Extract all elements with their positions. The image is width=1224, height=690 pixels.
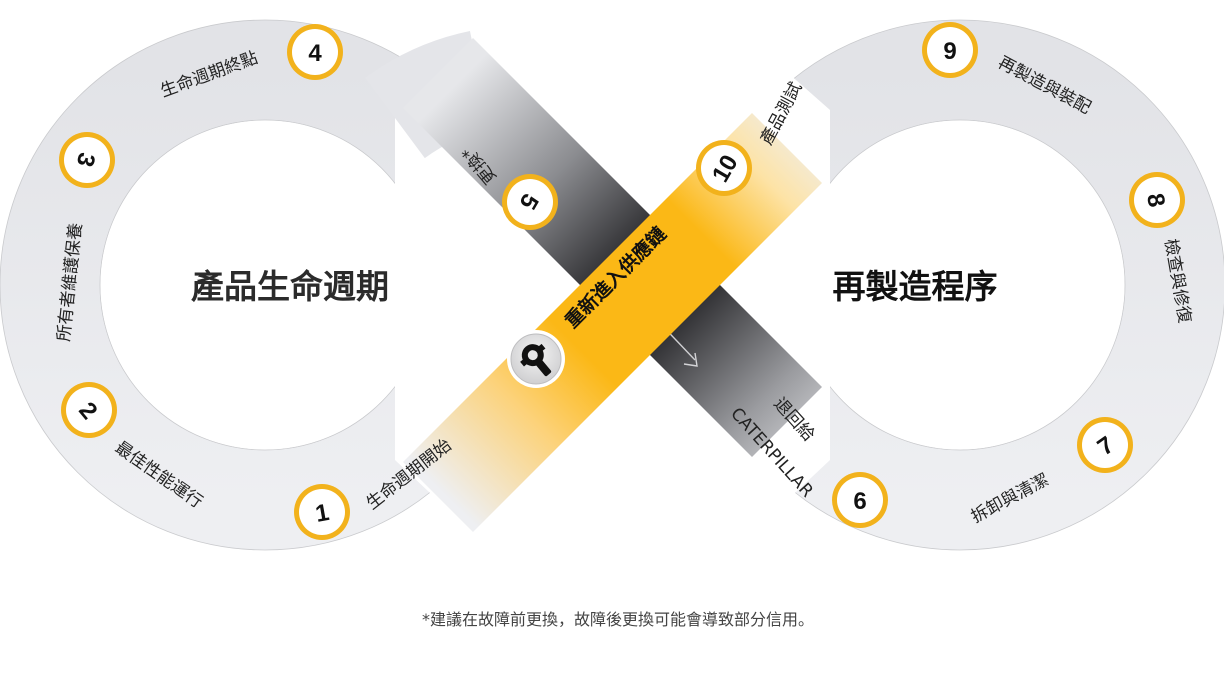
wrench-icon: [520, 343, 552, 377]
yellow-band: [403, 113, 822, 532]
right-loop-title: 再製造程序: [833, 267, 998, 306]
footnote: *建議在故障前更換，故障後更換可能會導致部分信用。: [421, 610, 814, 629]
step-5: 5: [502, 174, 558, 230]
step-1: 1: [294, 484, 350, 540]
wrench-icon-button: [507, 330, 565, 388]
step-9: 9: [922, 22, 978, 78]
step-6: 6: [832, 472, 888, 528]
step-10: 10: [696, 140, 752, 196]
svg-text:4: 4: [308, 40, 322, 67]
svg-text:9: 9: [943, 38, 956, 65]
svg-text:6: 6: [853, 488, 866, 515]
step-4: 4: [287, 24, 343, 80]
svg-text:1: 1: [313, 499, 331, 528]
svg-text:8: 8: [1141, 191, 1170, 209]
step-8: 8: [1129, 172, 1185, 228]
arrow-icon: [683, 352, 698, 367]
step-2: 2: [61, 382, 117, 438]
left-loop-title: 產品生命週期: [191, 267, 389, 306]
step-7: 7: [1077, 417, 1133, 473]
step-3: 3: [59, 132, 115, 188]
